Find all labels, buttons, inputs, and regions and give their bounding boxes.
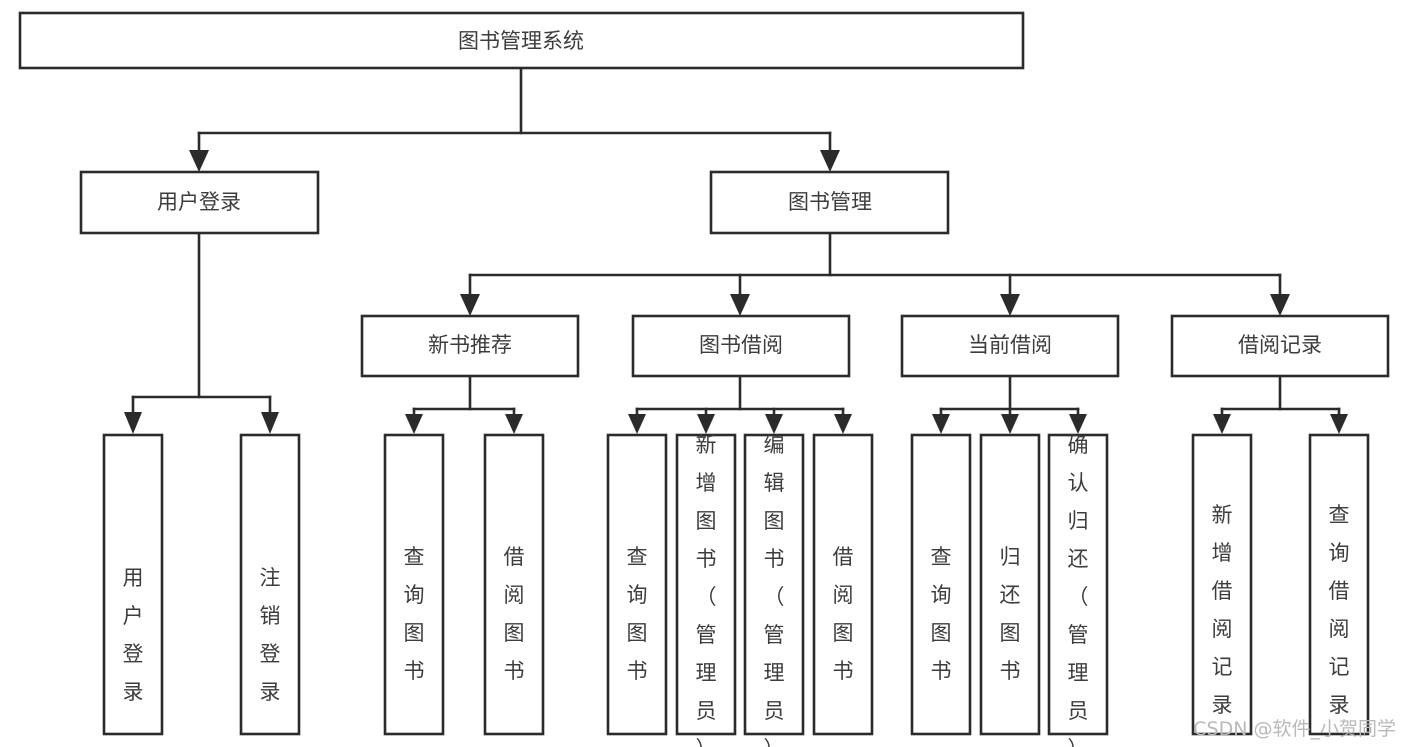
node-current-borrow[interactable]: 当前借阅 <box>900 314 1120 378</box>
leaf-book-borrow-3-label: 编辑图书（管理员） <box>764 433 785 747</box>
node-new-book-recommend[interactable]: 新书推荐 <box>360 314 580 378</box>
node-root-label: 图书管理系统 <box>458 29 584 53</box>
node-book-borrow-label: 图书借阅 <box>699 333 783 357</box>
node-root[interactable]: 图书管理系统 <box>18 11 1025 70</box>
leaf-borrow-record-2-label: 查询借阅记录 <box>1329 503 1350 717</box>
leaf-book-borrow-2-label: 新增图书（管理员） <box>696 433 717 747</box>
leaf-user-login-2-label: 注销登录 <box>260 566 281 704</box>
leaf-new-book-1-label: 查询图书 <box>404 545 425 683</box>
arrow-to-book-management <box>820 150 840 172</box>
leaf-user-login-1-label: 用户登录 <box>123 566 144 704</box>
leaf-user-login-1[interactable]: 用户登录 <box>102 433 164 736</box>
leaf-current-borrow-3-label: 确认归还（管理员） <box>1068 433 1089 747</box>
leaf-current-borrow-3[interactable]: 确认归还（管理员） <box>1047 433 1109 747</box>
leaf-user-login-2[interactable]: 注销登录 <box>239 433 301 736</box>
leaf-current-borrow-2[interactable]: 归还图书 <box>979 433 1041 736</box>
connector-borrow-record-to-leaves <box>1213 374 1348 434</box>
connector-new-book-to-leaves <box>405 374 523 434</box>
leaf-book-borrow-3[interactable]: 编辑图书（管理员） <box>743 433 805 747</box>
leaf-current-borrow-1-label: 查询图书 <box>931 545 952 683</box>
node-current-borrow-label: 当前借阅 <box>968 333 1052 357</box>
leaf-book-borrow-2[interactable]: 新增图书（管理员） <box>675 433 737 747</box>
watermark-text: CSDN @软件_小贺同学 <box>1193 718 1396 740</box>
node-book-management-label: 图书管理 <box>788 190 872 214</box>
connector-book-management-to-level3 <box>460 231 1290 316</box>
connector-layer <box>124 66 1348 434</box>
node-new-book-recommend-label: 新书推荐 <box>428 333 512 357</box>
leaf-book-borrow-4[interactable]: 借阅图书 <box>812 433 874 736</box>
leaf-book-borrow-4-label: 借阅图书 <box>833 545 854 683</box>
connector-current-borrow-to-leaves <box>932 374 1087 434</box>
leaf-new-book-2[interactable]: 借阅图书 <box>483 433 545 736</box>
connector-user-login-to-leaves <box>124 231 279 434</box>
leaf-current-borrow-1[interactable]: 查询图书 <box>910 433 972 736</box>
node-user-login[interactable]: 用户登录 <box>79 170 320 235</box>
leaf-new-book-1[interactable]: 查询图书 <box>383 433 445 736</box>
leaf-current-borrow-2-label: 归还图书 <box>1000 545 1021 683</box>
connector-book-borrow-to-leaves <box>628 374 852 434</box>
node-book-borrow[interactable]: 图书借阅 <box>631 314 851 378</box>
leaf-borrow-record-2[interactable]: 查询借阅记录 <box>1308 433 1370 736</box>
leaf-book-borrow-1[interactable]: 查询图书 <box>606 433 668 736</box>
leaf-borrow-record-1-label: 新增借阅记录 <box>1212 503 1233 717</box>
leaf-borrow-record-1[interactable]: 新增借阅记录 <box>1191 433 1253 736</box>
leaf-book-borrow-1-label: 查询图书 <box>627 545 648 683</box>
node-borrow-record[interactable]: 借阅记录 <box>1170 314 1390 378</box>
node-user-login-label: 用户登录 <box>157 190 241 214</box>
leaf-new-book-2-label: 借阅图书 <box>504 545 525 683</box>
node-book-management[interactable]: 图书管理 <box>709 170 950 235</box>
node-borrow-record-label: 借阅记录 <box>1238 333 1322 357</box>
connector-root-to-level2 <box>189 66 840 172</box>
arrow-to-user-login <box>189 150 209 172</box>
